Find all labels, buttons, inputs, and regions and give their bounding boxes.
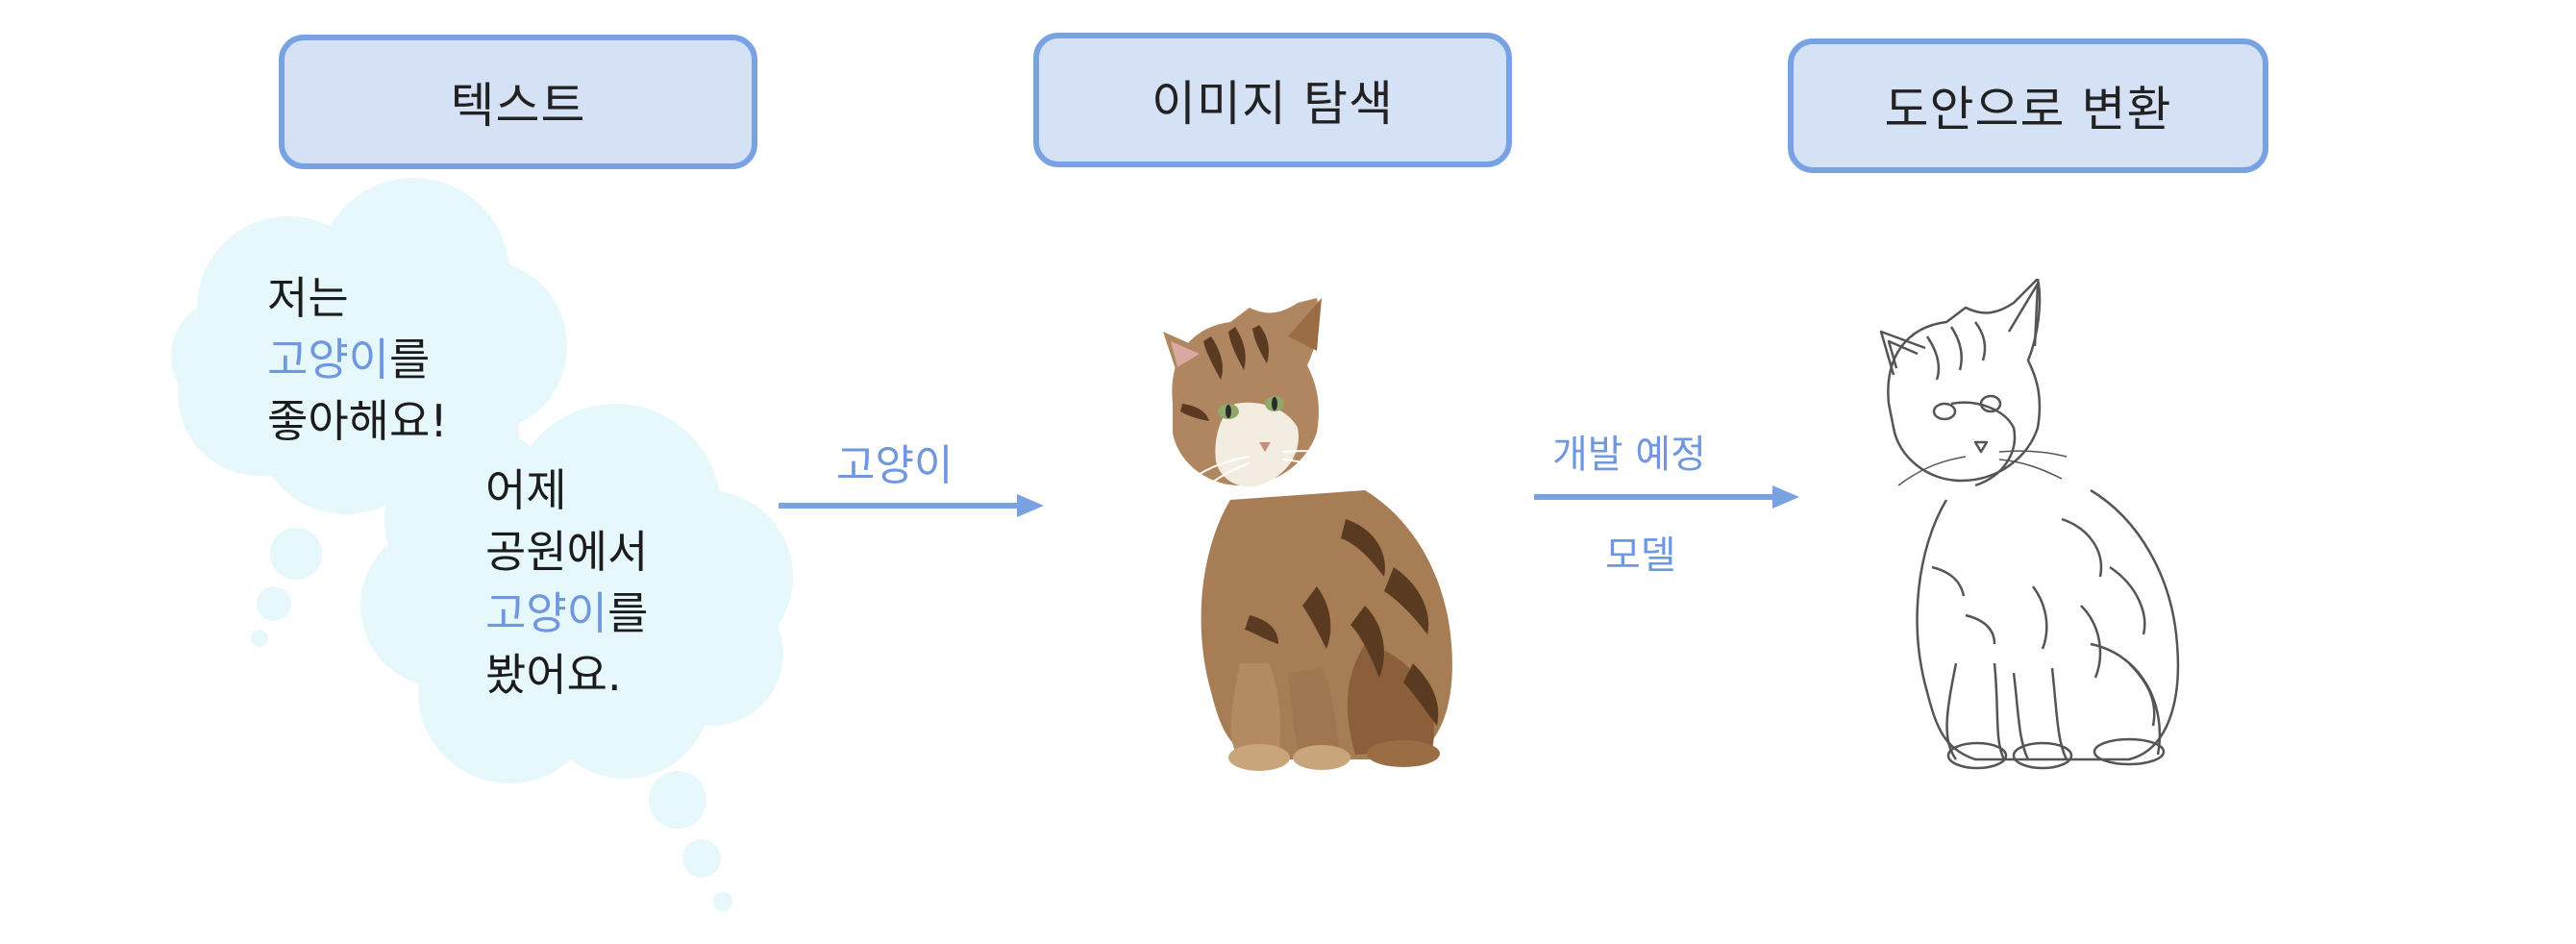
convert-arrow-label-bottom: 모델 <box>1605 534 1676 578</box>
cat-line-art-image <box>1879 279 2180 770</box>
bubble-1-highlight: 고양이 <box>267 334 389 385</box>
stage-label-text: 텍스트 <box>450 78 586 134</box>
bubble-1-line-2-rest: 를 <box>388 334 431 385</box>
bubble-2-line-2: 공원에서 <box>485 526 649 578</box>
search-arrow-label: 고양이 <box>836 441 954 490</box>
bubble-2-line-3-rest: 를 <box>607 587 649 639</box>
stage-box-line-art: 도안으로 변환 <box>1788 38 2268 173</box>
stage-label-line-art: 도안으로 변환 <box>1884 82 2172 137</box>
stage-label-image-search: 이미지 탐색 <box>1152 76 1394 132</box>
bubble-2-highlight: 고양이 <box>485 587 607 639</box>
bubble-1-text: 저는 고양이를 좋아해요! <box>267 267 448 452</box>
stage-box-text: 텍스트 <box>279 35 757 169</box>
stage-box-image-search: 이미지 탐색 <box>1033 33 1512 167</box>
thought-bubble-2 <box>360 404 793 783</box>
bubble-2-text: 어제 공원에서 고양이를 봤어요. <box>485 460 648 706</box>
cat-photo-image <box>1163 298 1452 771</box>
bubble-2-line-1: 어제 <box>485 464 567 516</box>
convert-arrow <box>1534 485 1799 509</box>
bubble-1-line-2: 고양이를 <box>267 329 448 390</box>
bubble-1-line-3: 좋아해요! <box>267 395 448 447</box>
bubble-2-line-3: 고양이를 <box>485 583 648 644</box>
bubble-2-line-4: 봤어요. <box>485 649 622 701</box>
search-arrow <box>779 494 1044 517</box>
thought-bubble-1 <box>171 178 567 514</box>
convert-arrow-label-top: 개발 예정 <box>1552 433 1706 477</box>
bubble-1-line-1: 저는 <box>267 272 349 324</box>
